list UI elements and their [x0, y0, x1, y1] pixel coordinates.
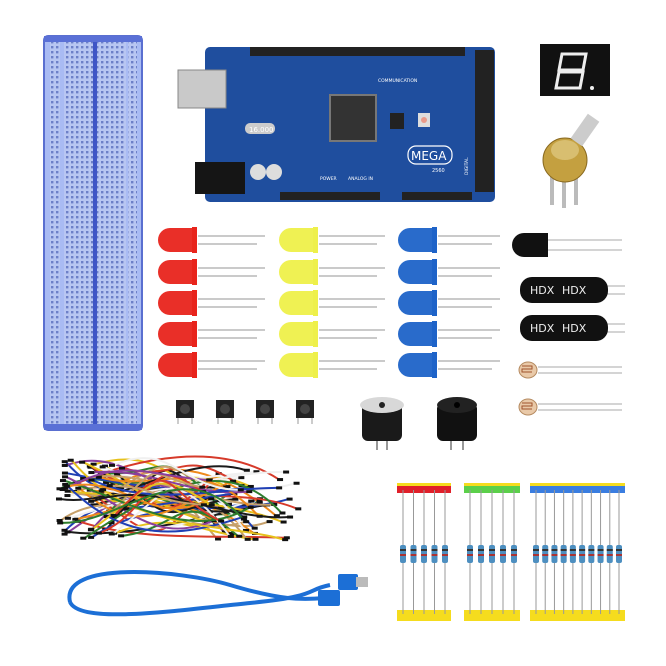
- led: [398, 227, 500, 253]
- jumper-wire: [70, 459, 285, 541]
- passive-buzzer: [437, 397, 477, 450]
- led: [279, 321, 385, 347]
- led: [158, 259, 265, 285]
- hdx-label: HDX: [562, 284, 587, 297]
- jumper-wire: [63, 479, 251, 523]
- active-buzzer: [360, 397, 404, 450]
- usb-a-plug: [338, 574, 358, 590]
- reset-button: [421, 117, 427, 123]
- push-button: [216, 400, 234, 424]
- led: [279, 290, 385, 316]
- analog-label: ANALOG IN: [348, 176, 373, 182]
- mega-logo: MEGA: [411, 149, 447, 163]
- led: [279, 259, 385, 285]
- resistor-strip: [530, 483, 625, 621]
- dc-jack: [195, 162, 245, 194]
- led: [158, 321, 265, 347]
- jumper-wire: [65, 483, 244, 533]
- seven-segment-display: [540, 44, 610, 96]
- push-button: [256, 400, 274, 424]
- led: [398, 352, 500, 378]
- power-label: POWER: [320, 176, 337, 182]
- led: [158, 290, 265, 316]
- led: [279, 227, 385, 253]
- jumper-wire: [83, 475, 274, 506]
- jumper-wires-bundle: [56, 455, 302, 542]
- crystal-label: 16.000: [249, 126, 274, 134]
- arduino-mega-board: 16.000 MEGA 2560 COMMUNICATION ANALOG IN…: [177, 47, 495, 202]
- push-button: [296, 400, 314, 424]
- hdx-label: HDX: [562, 322, 587, 335]
- resistor-strip: [464, 483, 520, 621]
- resistor-packs: [397, 483, 625, 621]
- tilt-sensor: HDX HDX: [520, 315, 625, 341]
- tilt-sensor: HDX HDX: [520, 277, 625, 303]
- jumper-wire: [112, 457, 240, 491]
- photoresistor: [518, 361, 622, 379]
- digital-label: DIGITAL: [464, 157, 470, 175]
- communication-label: COMMUNICATION: [378, 78, 417, 84]
- led: [279, 352, 385, 378]
- jumper-wire: [113, 479, 221, 522]
- resistor-strip: [397, 483, 451, 621]
- led: [158, 227, 265, 253]
- usb-b-plug: [318, 590, 340, 606]
- usb-cable: [67, 570, 368, 617]
- jumper-wire: [65, 469, 209, 490]
- jumper-wire: [91, 493, 290, 519]
- hdx-label: HDX: [530, 284, 555, 297]
- photoresistor: [518, 398, 622, 416]
- jumper-wire: [106, 472, 202, 518]
- led: [158, 352, 265, 378]
- microcontroller-chip: [329, 94, 377, 142]
- jumper-wire: [61, 488, 244, 524]
- ir-receiver: [512, 233, 622, 257]
- usb-b-port: [177, 69, 227, 109]
- crystal: [245, 123, 275, 134]
- led: [398, 259, 500, 285]
- jumper-wire: [91, 482, 212, 531]
- potentiometer: [542, 113, 600, 208]
- push-button: [176, 400, 194, 424]
- led: [398, 321, 500, 347]
- model-label: 2560: [432, 168, 445, 174]
- jumper-wire: [92, 479, 279, 496]
- hdx-label: HDX: [530, 322, 555, 335]
- led: [398, 290, 500, 316]
- breadboard: [43, 35, 143, 431]
